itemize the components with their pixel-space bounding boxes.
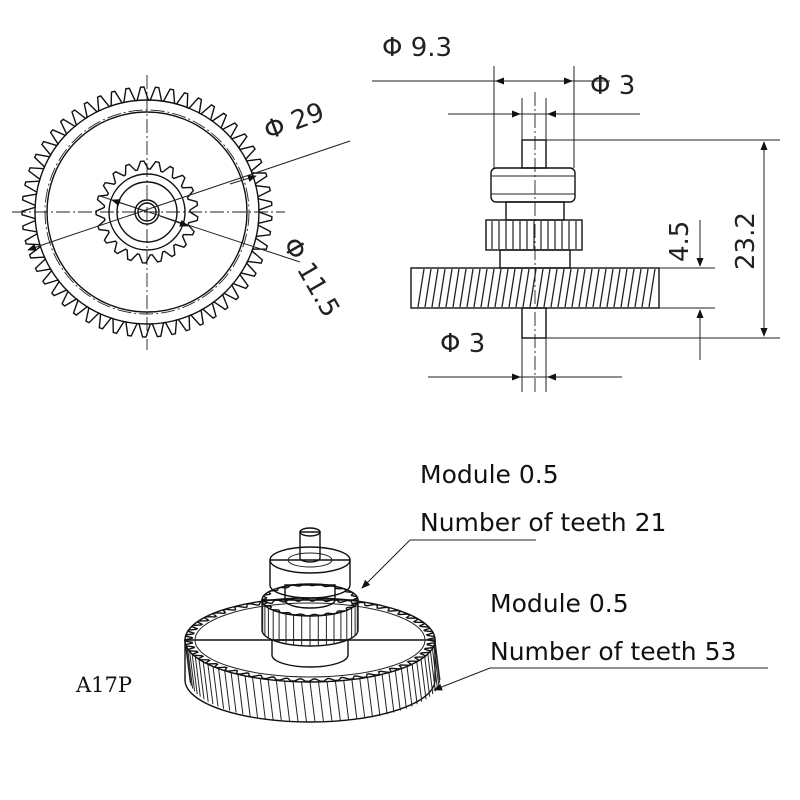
main-gear-teeth bbox=[184, 597, 436, 682]
main-gear-teeth-label: Number of teeth 53 bbox=[490, 637, 736, 666]
pinion-teeth-label: Number of teeth 21 bbox=[420, 508, 666, 537]
main-gear-spec-callout: Module 0.5 Number of teeth 53 bbox=[433, 589, 768, 691]
pinion-side-teeth bbox=[491, 221, 577, 249]
top-shaft-diameter-label: Φ 3 bbox=[590, 71, 635, 101]
side-view: Φ 9.3 Φ 3 23.2 4.5 Φ 3 bbox=[372, 33, 780, 392]
pinion-diameter-label: Φ 11.5 bbox=[276, 233, 345, 323]
hub-diameter-label: Φ 9.3 bbox=[382, 33, 452, 63]
pinion-teeth-outline bbox=[95, 160, 199, 264]
isometric-gear-view bbox=[184, 527, 441, 723]
main-gear-module-label: Module 0.5 bbox=[490, 589, 629, 618]
bottom-shaft-diameter-label: Φ 3 bbox=[440, 329, 485, 359]
model-code: A17P bbox=[75, 673, 132, 697]
main-gear-helix-lines bbox=[184, 639, 441, 723]
front-view: Φ 29 Φ 11.5 bbox=[12, 75, 351, 350]
pinion-spec-callout: Module 0.5 Number of teeth 21 bbox=[361, 460, 666, 589]
main-gear-side-teeth bbox=[417, 268, 656, 308]
pinion-module-label: Module 0.5 bbox=[420, 460, 559, 489]
total-height-label: 23.2 bbox=[731, 212, 761, 270]
gear-height-label: 4.5 bbox=[665, 221, 695, 262]
outer-diameter-label: Φ 29 bbox=[260, 97, 328, 146]
pinion-helix-lines bbox=[261, 600, 359, 646]
